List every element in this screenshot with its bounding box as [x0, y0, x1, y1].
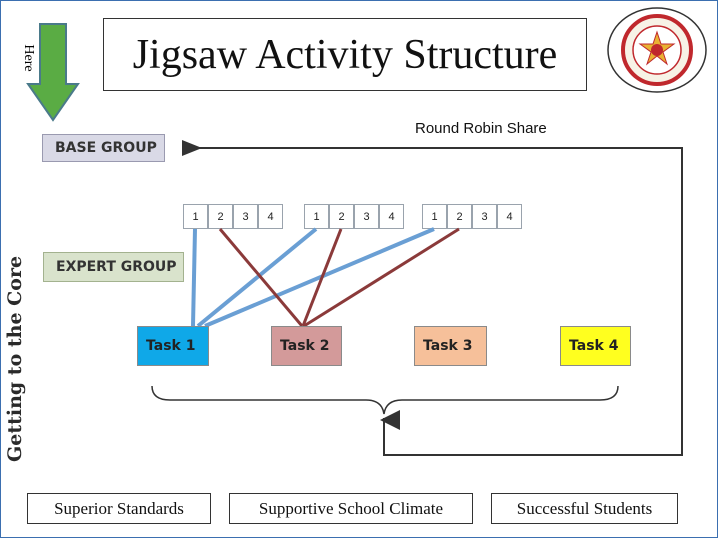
base-group-box: BASE GROUP [42, 134, 165, 162]
number-cell: 4 [379, 204, 404, 229]
task-label: Task 3 [423, 338, 473, 354]
number-cell: 2 [208, 204, 233, 229]
task-3-box: Task 3 [414, 326, 487, 366]
page-title: Jigsaw Activity Structure [132, 31, 558, 78]
number-cell: 2 [447, 204, 472, 229]
red-connector [301, 228, 343, 327]
footer-supportive-climate: Supportive School Climate [229, 493, 473, 524]
blue-connector [204, 227, 435, 328]
here-arrow [26, 22, 80, 122]
blue-connector [196, 227, 318, 328]
footer-superior-standards: Superior Standards [27, 493, 211, 524]
brace [151, 385, 619, 415]
number-cell: 3 [472, 204, 497, 229]
number-cell: 1 [183, 204, 208, 229]
round-robin-path [182, 140, 683, 456]
base-group-label: BASE GROUP [55, 140, 157, 156]
number-cell: 3 [233, 204, 258, 229]
down-arrow-icon [26, 23, 80, 122]
round-robin-label: Round Robin Share [415, 120, 547, 137]
number-cell: 1 [304, 204, 329, 229]
red-connector [218, 228, 304, 327]
number-cell: 4 [258, 204, 283, 229]
task-2-box: Task 2 [271, 326, 342, 366]
number-cell: 4 [497, 204, 522, 229]
footer-successful-students: Successful Students [491, 493, 678, 524]
task-label: Task 4 [569, 338, 619, 354]
title-box: Jigsaw Activity Structure [103, 18, 587, 91]
number-cell: 1 [422, 204, 447, 229]
red-connector [303, 227, 460, 328]
task-label: Task 1 [146, 338, 196, 354]
task-1-box: Task 1 [137, 326, 209, 366]
blue-connector [191, 228, 197, 327]
expert-group-label: EXPERT GROUP [56, 259, 177, 275]
number-cell: 3 [354, 204, 379, 229]
number-cell: 2 [329, 204, 354, 229]
task-label: Task 2 [280, 338, 330, 354]
district-logo [606, 6, 708, 94]
task-4-box: Task 4 [560, 326, 631, 366]
expert-group-box: EXPERT GROUP [43, 252, 184, 282]
